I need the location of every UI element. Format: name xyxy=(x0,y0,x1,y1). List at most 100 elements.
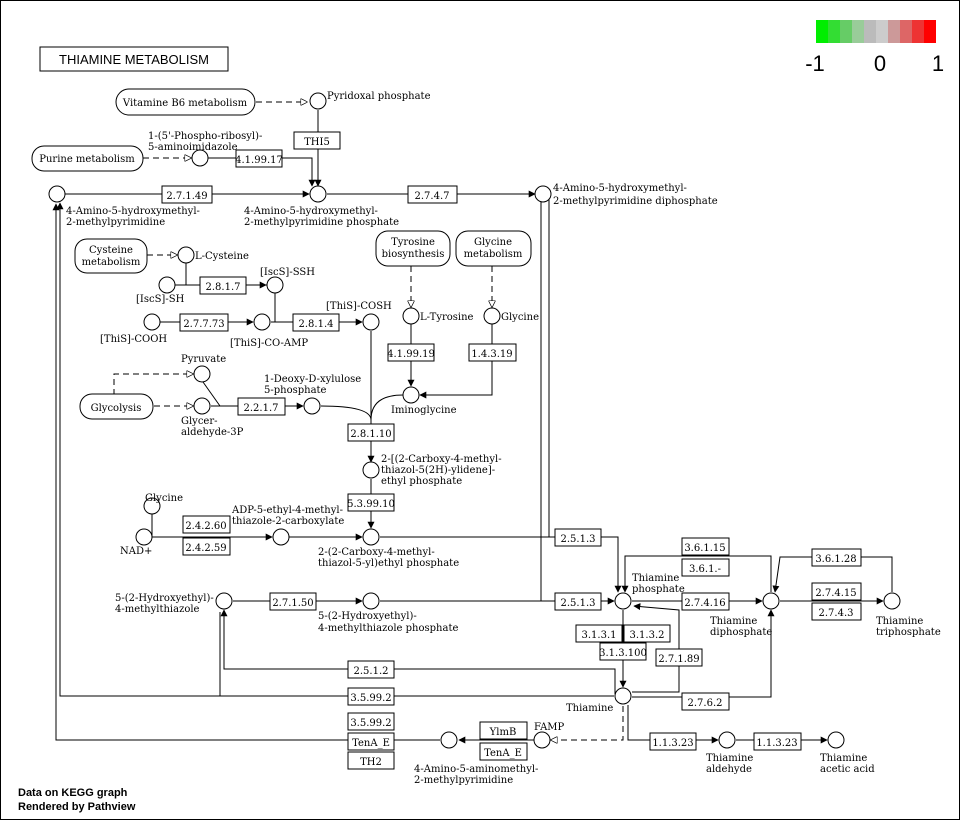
compound-this-cooh[interactable] xyxy=(143,313,161,331)
enzyme-5-3-99-10[interactable] xyxy=(347,493,395,512)
compound-glycine-2[interactable] xyxy=(143,497,161,515)
map-glycine-label-1: Glycine xyxy=(474,237,512,248)
enzyme-2-5-1-2[interactable] xyxy=(347,660,395,679)
compound-dxp[interactable] xyxy=(303,397,321,415)
compound-thiamine-aldehyde[interactable] xyxy=(718,731,736,749)
enzyme-2-4-2-59[interactable] xyxy=(182,537,231,556)
enzyme-3-1-3-2[interactable] xyxy=(623,624,671,643)
legend-color-cell xyxy=(828,20,840,43)
compound-thiamine-phosphate[interactable] xyxy=(614,592,632,610)
label-this-cooh: [ThiS]-COOH xyxy=(100,334,167,345)
compound-ga3p[interactable] xyxy=(193,397,211,415)
pathway-title-box xyxy=(39,46,229,72)
label-hmpp-1: 4-Amino-5-hydroxymethyl- xyxy=(244,206,378,217)
map-glycine[interactable] xyxy=(455,230,532,267)
enzyme-3-6-1-x[interactable] xyxy=(681,558,730,577)
compound-this-cosh[interactable] xyxy=(362,313,380,331)
enzyme-4-1-99-17[interactable] xyxy=(235,149,283,168)
enzyme-2-7-4-15-label: 2.7.4.15 xyxy=(815,588,856,599)
enzyme-3-5-99-2-b[interactable] xyxy=(347,712,395,731)
compound-thiamine-acetic-acid[interactable] xyxy=(827,731,845,749)
label-phosphoribosyl-2: 5-aminoimidazole xyxy=(148,142,238,153)
enzyme-1-1-3-23-b-label: 1.1.3.23 xyxy=(756,738,797,749)
compound-hmt-p[interactable] xyxy=(362,592,380,610)
compound-pyridoxal-phosphate[interactable] xyxy=(309,92,327,110)
enzyme-1-4-3-19[interactable] xyxy=(468,343,517,362)
compound-l-cysteine[interactable] xyxy=(177,246,195,264)
enzyme-2-7-4-7-label: 2.7.4.7 xyxy=(415,191,450,202)
label-tdp-2: diphosphate xyxy=(710,627,772,638)
enzyme-tena-e-2[interactable] xyxy=(479,742,528,761)
enzyme-3-1-3-1[interactable] xyxy=(575,624,623,643)
map-purine[interactable] xyxy=(31,145,144,172)
compound-this-coamp[interactable] xyxy=(253,313,271,331)
enzyme-2-8-1-7[interactable] xyxy=(199,276,247,295)
label-dxp-1: 1-Deoxy-D-xylulose xyxy=(264,374,361,385)
label-hmtp-1: 5-(2-Hydroxyethyl)- xyxy=(318,611,417,622)
enzyme-2-7-6-2-label: 2.7.6.2 xyxy=(688,698,723,709)
enzyme-2-7-4-3[interactable] xyxy=(811,602,862,621)
compound-carboxy-ylidene-ethyl-phosphate[interactable] xyxy=(362,461,380,479)
enzyme-2-7-4-15[interactable] xyxy=(811,582,862,601)
enzyme-2-7-4-16[interactable] xyxy=(681,592,730,611)
enzyme-2-4-2-60[interactable] xyxy=(182,515,231,534)
enzyme-2-7-1-49-label: 2.7.1.49 xyxy=(166,191,207,202)
enzyme-2-7-1-50[interactable] xyxy=(269,592,317,611)
label-iscs-sh: [IscS]-SH xyxy=(136,294,185,305)
compound-iscs-sh[interactable] xyxy=(158,276,176,294)
compound-hmp-pp[interactable] xyxy=(534,185,552,203)
compound-thiamine-triphosphate[interactable] xyxy=(883,592,901,610)
enzyme-2-7-1-89[interactable] xyxy=(655,648,703,667)
label-carboxy-thz-2: thiazol-5-yl)ethyl phosphate xyxy=(318,558,459,569)
compound-hmp-p[interactable] xyxy=(309,185,327,203)
enzyme-thi5-label: THI5 xyxy=(304,137,330,148)
compound-thiamine[interactable] xyxy=(614,687,632,705)
enzyme-2-7-1-49[interactable] xyxy=(161,185,213,204)
compound-hmp[interactable] xyxy=(48,185,66,203)
enzyme-3-6-1-28[interactable] xyxy=(811,548,862,567)
enzyme-4-1-99-19[interactable] xyxy=(387,343,435,362)
compound-labels: Pyridoxal phosphate 1-(5'-Phospho-ribosy… xyxy=(66,91,941,786)
compound-iscs-ssh[interactable] xyxy=(266,276,284,294)
map-tyrosine[interactable] xyxy=(375,230,451,267)
map-glycolysis[interactable] xyxy=(79,393,154,420)
enzyme-2-7-6-2[interactable] xyxy=(681,692,730,711)
label-adp-thz-1: ADP-5-ethyl-4-methyl- xyxy=(231,505,343,516)
enzyme-1-1-3-23-b[interactable] xyxy=(753,732,802,751)
label-iscs-ssh: [IscS]-SSH xyxy=(260,267,315,278)
enzyme-3-1-3-100[interactable] xyxy=(599,642,647,661)
compound-pyruvate[interactable] xyxy=(193,365,211,383)
compound-iminoglycine[interactable] xyxy=(402,386,420,404)
compound-carboxy-thiazole-phosphate[interactable] xyxy=(362,528,380,546)
map-cysteine[interactable] xyxy=(74,238,148,274)
enzyme-2-7-7-73[interactable] xyxy=(179,313,229,332)
enzyme-3-5-99-2-a[interactable] xyxy=(347,687,395,706)
enzyme-2-8-1-4[interactable] xyxy=(292,313,340,332)
compound-phosphoribosyl-aminoimidazole[interactable] xyxy=(191,149,209,167)
enzyme-thi5[interactable] xyxy=(293,131,341,150)
compound-famp[interactable] xyxy=(533,731,551,749)
enzyme-1-1-3-23-a-label: 1.1.3.23 xyxy=(652,738,693,749)
enzyme-2-8-1-10[interactable] xyxy=(347,423,395,442)
compound-aminomethyl-pyrimidine[interactable] xyxy=(440,731,458,749)
enzyme-ylmb[interactable] xyxy=(479,721,528,740)
label-thiamine-acetic-2: acetic acid xyxy=(820,764,875,775)
enzyme-th2[interactable] xyxy=(347,751,395,770)
compound-hmt[interactable] xyxy=(215,592,233,610)
enzyme-tena-e-1[interactable] xyxy=(347,732,395,751)
compound-nad[interactable] xyxy=(135,528,153,546)
enzyme-3-6-1-15[interactable] xyxy=(681,537,730,556)
compound-thiamine-diphosphate[interactable] xyxy=(762,592,780,610)
compound-adp-thiazole[interactable] xyxy=(272,528,290,546)
enzyme-2-5-1-3-b[interactable] xyxy=(554,592,602,611)
enzyme-nodes: THI5 4.1.99.17 2.7.1.49 2.7.4.7 2.8.1.7 … xyxy=(161,131,862,770)
enzyme-1-1-3-23-a[interactable] xyxy=(649,732,697,751)
enzyme-2-5-1-3-a[interactable] xyxy=(554,528,602,547)
compound-glycine[interactable] xyxy=(483,307,501,325)
map-vitamin-b6[interactable] xyxy=(115,88,256,116)
enzyme-2-7-4-7[interactable] xyxy=(407,185,458,204)
enzyme-4-1-99-19-label: 4.1.99.19 xyxy=(387,349,435,360)
compound-l-tyrosine[interactable] xyxy=(402,307,420,325)
enzyme-2-2-1-7[interactable] xyxy=(237,397,286,416)
